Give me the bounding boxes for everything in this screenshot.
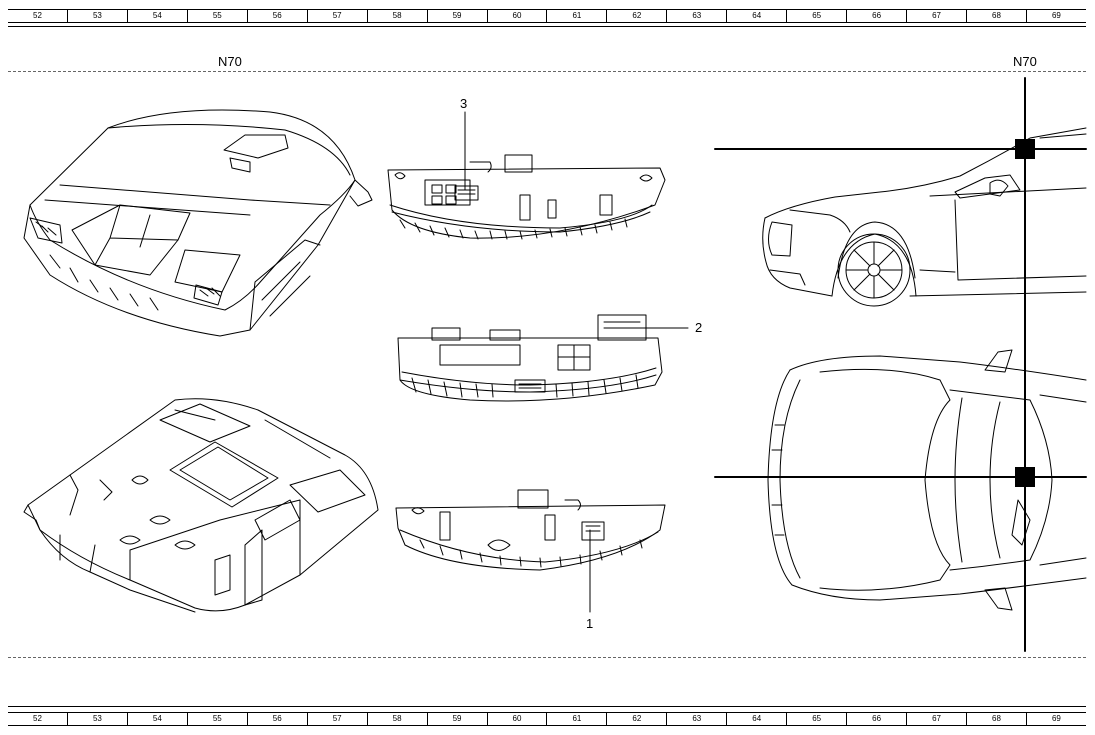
ruler-cell: 53	[66, 10, 127, 22]
ruler-cell: 56	[246, 10, 307, 22]
ruler-cell: 58	[366, 713, 427, 725]
panel-side-view-3	[395, 489, 666, 571]
callout-3: 3	[460, 96, 468, 111]
frame-dashed-top	[8, 71, 1086, 72]
ruler-cell: 66	[846, 713, 906, 725]
component-label-left: N70	[218, 54, 242, 69]
location-marker-top	[1015, 467, 1035, 487]
ruler-bottom-overline	[8, 706, 1086, 707]
ruler-cell: 62	[606, 10, 666, 22]
ruler-cell: 58	[366, 10, 427, 22]
location-crosshair	[714, 77, 1087, 652]
ruler-cell: 66	[846, 10, 906, 22]
callout-1: 1	[586, 616, 594, 631]
ruler-cell: 63	[666, 713, 726, 725]
ruler-cell: 69	[1025, 713, 1086, 725]
ruler-cell: 53	[66, 713, 127, 725]
ruler-cell: 57	[306, 10, 367, 22]
overhead-panel-top-view	[23, 109, 373, 337]
callout-leaders	[464, 111, 689, 613]
ruler-cell: 56	[246, 713, 307, 725]
panel-side-view-2	[397, 314, 663, 402]
ruler-cell: 61	[546, 713, 606, 725]
ruler-cell: 62	[606, 713, 666, 725]
vehicle-top-view	[767, 349, 1087, 611]
ruler-cell: 59	[426, 713, 487, 725]
overhead-panel-bottom-view	[23, 398, 379, 613]
ruler-cell: 55	[186, 10, 247, 22]
ruler-cell: 68	[966, 713, 1026, 725]
vehicle-side-view	[762, 127, 1087, 307]
ruler-cell: 57	[306, 713, 367, 725]
ruler-cell: 52	[33, 11, 42, 20]
location-marker-side	[1015, 139, 1035, 159]
ruler-cell: 52	[33, 714, 42, 723]
ruler-cell: 54	[126, 713, 187, 725]
panel-side-view-1	[387, 154, 666, 240]
ruler-cell: 65	[786, 10, 846, 22]
ruler-cell: 68	[966, 10, 1026, 22]
ruler-cell: 60	[486, 713, 547, 725]
ruler-cell: 59	[426, 10, 487, 22]
ruler-cell: 64	[726, 713, 786, 725]
frame-dashed-bottom	[8, 657, 1086, 658]
ruler-cell: 60	[486, 10, 547, 22]
ruler-top-underline	[8, 26, 1086, 27]
ruler-cell: 64	[726, 10, 786, 22]
ruler-cell: 55	[186, 713, 247, 725]
ruler-cell: 54	[126, 10, 187, 22]
ruler-cell: 61	[546, 10, 606, 22]
ruler-cell: 63	[666, 10, 726, 22]
ruler-cell: 65	[786, 713, 846, 725]
ruler-cell: 69	[1025, 10, 1086, 22]
ruler-cell: 67	[906, 713, 966, 725]
callout-2: 2	[695, 320, 703, 335]
component-label-right: N70	[1013, 54, 1037, 69]
ruler-cell: 67	[906, 10, 966, 22]
